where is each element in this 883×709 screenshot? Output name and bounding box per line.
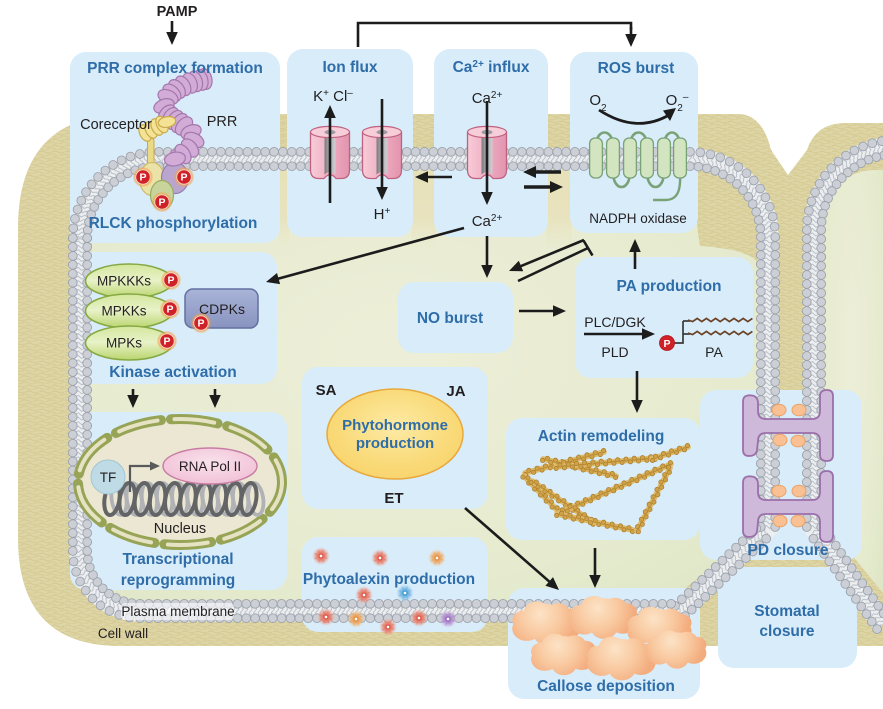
svg-text:P: P xyxy=(180,172,187,184)
svg-text:Actin remodeling: Actin remodeling xyxy=(538,428,665,445)
svg-text:Kinase activation: Kinase activation xyxy=(109,364,237,381)
svg-text:Nucleus: Nucleus xyxy=(154,521,206,537)
svg-text:PRR complex formation: PRR complex formation xyxy=(87,60,263,77)
svg-text:reprogramming: reprogramming xyxy=(121,572,236,589)
svg-text:Coreceptor: Coreceptor xyxy=(80,117,152,133)
svg-text:P: P xyxy=(158,197,165,209)
svg-text:PAMP: PAMP xyxy=(157,4,198,20)
svg-text:ROS burst: ROS burst xyxy=(598,60,675,77)
svg-text:P: P xyxy=(163,336,170,348)
svg-text:P: P xyxy=(139,172,146,184)
svg-text:closure: closure xyxy=(759,623,815,640)
svg-text:PA production: PA production xyxy=(616,278,721,295)
svg-text:P: P xyxy=(663,338,670,350)
svg-text:MPKKs: MPKKs xyxy=(101,304,146,319)
svg-text:MPKs: MPKs xyxy=(106,336,142,351)
svg-text:Cell wall: Cell wall xyxy=(98,626,148,641)
svg-text:PD closure: PD closure xyxy=(748,542,829,559)
svg-text:RLCK phosphorylation: RLCK phosphorylation xyxy=(89,215,258,232)
svg-text:P: P xyxy=(197,318,204,330)
svg-text:RNA Pol II: RNA Pol II xyxy=(179,459,241,474)
svg-text:PLC/DGK: PLC/DGK xyxy=(584,314,646,330)
svg-text:TF: TF xyxy=(100,470,117,485)
svg-text:P: P xyxy=(166,304,173,316)
svg-text:Ion flux: Ion flux xyxy=(322,59,377,76)
svg-text:Callose deposition: Callose deposition xyxy=(537,678,675,695)
svg-text:PLD: PLD xyxy=(601,344,628,360)
svg-text:production: production xyxy=(356,435,434,452)
svg-text:Plasma membrane: Plasma membrane xyxy=(121,604,234,619)
svg-text:NADPH oxidase: NADPH oxidase xyxy=(589,211,687,226)
svg-text:Ca2+ influx: Ca2+ influx xyxy=(453,59,530,77)
svg-text:JA: JA xyxy=(446,383,465,400)
svg-text:MPKKKs: MPKKKs xyxy=(97,274,151,289)
svg-text:P: P xyxy=(167,275,174,287)
svg-text:Stomatal: Stomatal xyxy=(754,603,819,620)
svg-text:SA: SA xyxy=(316,382,337,399)
svg-text:PRR: PRR xyxy=(207,114,238,130)
svg-text:PA: PA xyxy=(705,344,723,360)
svg-text:Phytohormone: Phytohormone xyxy=(342,417,448,434)
svg-text:Phytoalexin production: Phytoalexin production xyxy=(303,571,475,588)
svg-text:ET: ET xyxy=(384,490,403,507)
svg-text:Transcriptional: Transcriptional xyxy=(122,551,233,568)
svg-text:CDPKs: CDPKs xyxy=(199,301,245,317)
svg-text:NO burst: NO burst xyxy=(417,310,483,327)
